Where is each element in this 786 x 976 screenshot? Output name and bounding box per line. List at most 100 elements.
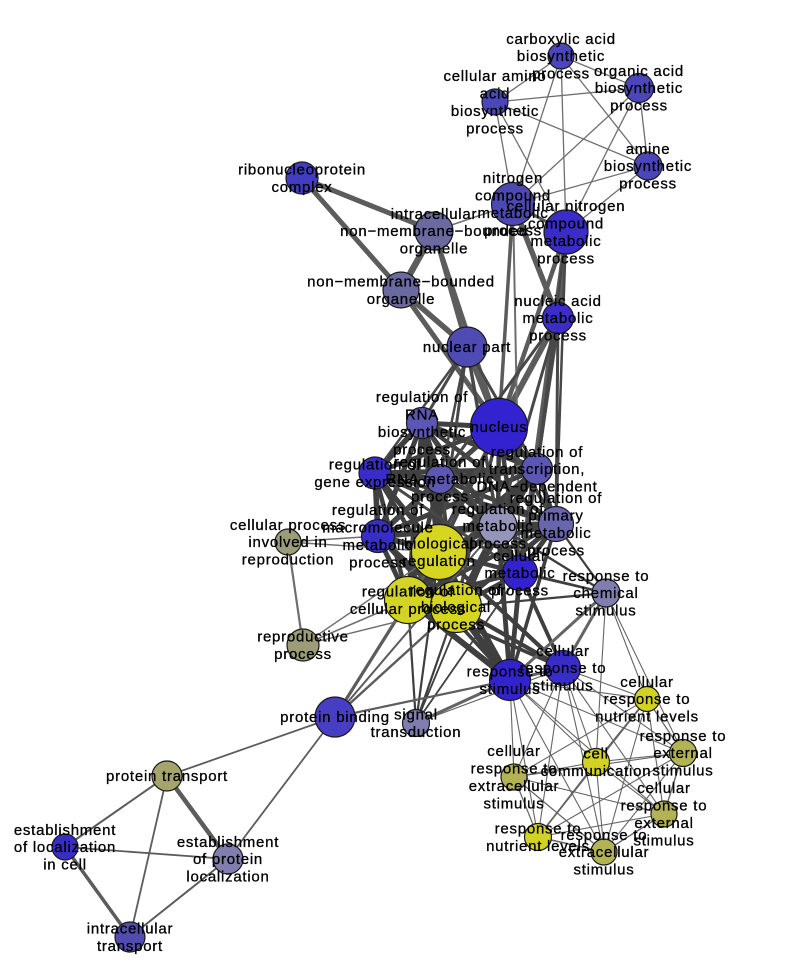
svg-text:nutrient levels: nutrient levels	[486, 838, 590, 855]
svg-text:metabolic: metabolic	[521, 525, 592, 542]
svg-text:protein transport: protein transport	[106, 768, 228, 785]
svg-text:response to: response to	[467, 664, 554, 681]
svg-text:response to: response to	[621, 798, 708, 815]
svg-text:ribonucleoprotein: ribonucleoprotein	[238, 162, 366, 179]
svg-text:intracellular: intracellular	[87, 921, 173, 938]
svg-text:nitrogen: nitrogen	[483, 170, 543, 187]
svg-text:establishment: establishment	[177, 834, 279, 851]
svg-text:RNA metabolic: RNA metabolic	[386, 471, 495, 488]
svg-text:compound: compound	[475, 188, 551, 205]
svg-text:carboxylic acid: carboxylic acid	[506, 31, 616, 48]
svg-text:nucleus: nucleus	[471, 419, 528, 436]
svg-text:regulation of: regulation of	[510, 490, 602, 507]
svg-text:process: process	[619, 176, 677, 193]
svg-text:reproduction: reproduction	[242, 552, 334, 569]
svg-text:non−membrane−bounded: non−membrane−bounded	[307, 274, 495, 291]
svg-text:metabolic: metabolic	[531, 233, 602, 250]
svg-text:primary: primary	[528, 508, 583, 525]
svg-text:cellular process: cellular process	[230, 517, 346, 534]
svg-text:metabolic: metabolic	[463, 518, 534, 535]
svg-text:DNA−dependent: DNA−dependent	[476, 479, 597, 496]
svg-text:response to: response to	[563, 568, 650, 585]
svg-text:response to: response to	[561, 827, 648, 844]
svg-text:localization: localization	[186, 869, 269, 886]
svg-text:organic acid: organic acid	[594, 63, 684, 80]
svg-text:protein binding: protein binding	[280, 709, 390, 726]
svg-text:process: process	[532, 66, 590, 83]
svg-text:process: process	[491, 583, 549, 600]
svg-text:nutrient levels: nutrient levels	[595, 709, 699, 726]
svg-text:process: process	[466, 120, 524, 137]
svg-text:metabolic: metabolic	[343, 537, 414, 554]
svg-text:regulation of: regulation of	[332, 502, 424, 519]
svg-text:nucleic acid: nucleic acid	[514, 293, 601, 310]
svg-text:biological: biological	[404, 536, 474, 553]
svg-text:metabolic: metabolic	[523, 310, 594, 327]
svg-text:response to: response to	[495, 821, 582, 838]
svg-text:cell: cell	[583, 746, 609, 763]
svg-text:chemical: chemical	[573, 585, 638, 602]
svg-text:regulation of: regulation of	[394, 454, 486, 471]
svg-text:process: process	[610, 98, 668, 115]
svg-text:macromolecule: macromolecule	[322, 520, 433, 537]
svg-text:cellular nitrogen: cellular nitrogen	[507, 198, 626, 215]
svg-text:cellular: cellular	[487, 743, 541, 760]
svg-text:cellular amino: cellular amino	[443, 68, 546, 85]
svg-text:organelle: organelle	[367, 291, 435, 308]
svg-text:metabolic: metabolic	[478, 205, 549, 222]
svg-text:regulation of: regulation of	[452, 501, 544, 518]
svg-text:organelle: organelle	[400, 241, 468, 258]
svg-text:establishment: establishment	[14, 822, 116, 839]
svg-text:stimulus: stimulus	[573, 862, 634, 879]
svg-text:stimulus: stimulus	[633, 832, 694, 849]
svg-text:cellular: cellular	[493, 548, 547, 565]
svg-text:regulation of: regulation of	[491, 444, 583, 461]
svg-text:transduction: transduction	[371, 724, 462, 741]
svg-text:regulation of: regulation of	[410, 582, 502, 599]
svg-text:compound: compound	[528, 216, 604, 233]
svg-text:non−membrane−bounded: non−membrane−bounded	[340, 223, 528, 240]
svg-text:stimulus: stimulus	[575, 603, 636, 620]
svg-text:nuclear part: nuclear part	[423, 339, 511, 356]
svg-text:biosynthetic: biosynthetic	[604, 158, 692, 175]
svg-text:biosynthetic: biosynthetic	[517, 48, 605, 65]
svg-text:biological: biological	[421, 599, 491, 616]
svg-text:stimulus: stimulus	[483, 795, 544, 812]
svg-text:regulation of: regulation of	[376, 389, 468, 406]
svg-text:process: process	[529, 328, 587, 345]
svg-text:cellular: cellular	[620, 674, 674, 691]
svg-text:acid: acid	[480, 86, 511, 103]
svg-text:RNA: RNA	[405, 407, 439, 424]
svg-text:complex: complex	[271, 179, 332, 196]
svg-text:biosynthetic: biosynthetic	[378, 424, 466, 441]
svg-text:metabolic: metabolic	[485, 565, 556, 582]
svg-text:response to: response to	[471, 761, 558, 778]
svg-text:response to: response to	[520, 660, 607, 677]
svg-text:cellular: cellular	[637, 780, 691, 797]
svg-text:biosynthetic: biosynthetic	[595, 80, 683, 97]
svg-text:stimulus: stimulus	[652, 763, 713, 780]
svg-text:transport: transport	[97, 938, 163, 955]
svg-text:process: process	[527, 542, 585, 559]
svg-text:regulation of: regulation of	[329, 457, 421, 474]
svg-text:transcription,: transcription,	[489, 461, 585, 478]
svg-text:process: process	[274, 646, 332, 663]
svg-text:involved in: involved in	[248, 534, 327, 551]
svg-text:external: external	[653, 745, 712, 762]
svg-text:regulation: regulation	[402, 553, 475, 570]
svg-text:signal: signal	[394, 707, 438, 724]
svg-text:biosynthetic: biosynthetic	[451, 103, 539, 120]
svg-text:regulation of: regulation of	[362, 584, 454, 601]
svg-text:process: process	[484, 222, 542, 239]
svg-text:cellular process: cellular process	[350, 601, 466, 618]
svg-text:response to: response to	[640, 728, 727, 745]
svg-text:process: process	[349, 554, 407, 571]
svg-text:stimulus: stimulus	[532, 678, 593, 695]
svg-text:response to: response to	[604, 691, 691, 708]
svg-text:of localization: of localization	[14, 839, 116, 856]
svg-text:of protein: of protein	[193, 851, 263, 868]
svg-text:intracellular: intracellular	[391, 206, 477, 223]
svg-text:process: process	[427, 617, 485, 634]
svg-text:process: process	[537, 250, 595, 267]
svg-text:amine: amine	[626, 141, 671, 158]
